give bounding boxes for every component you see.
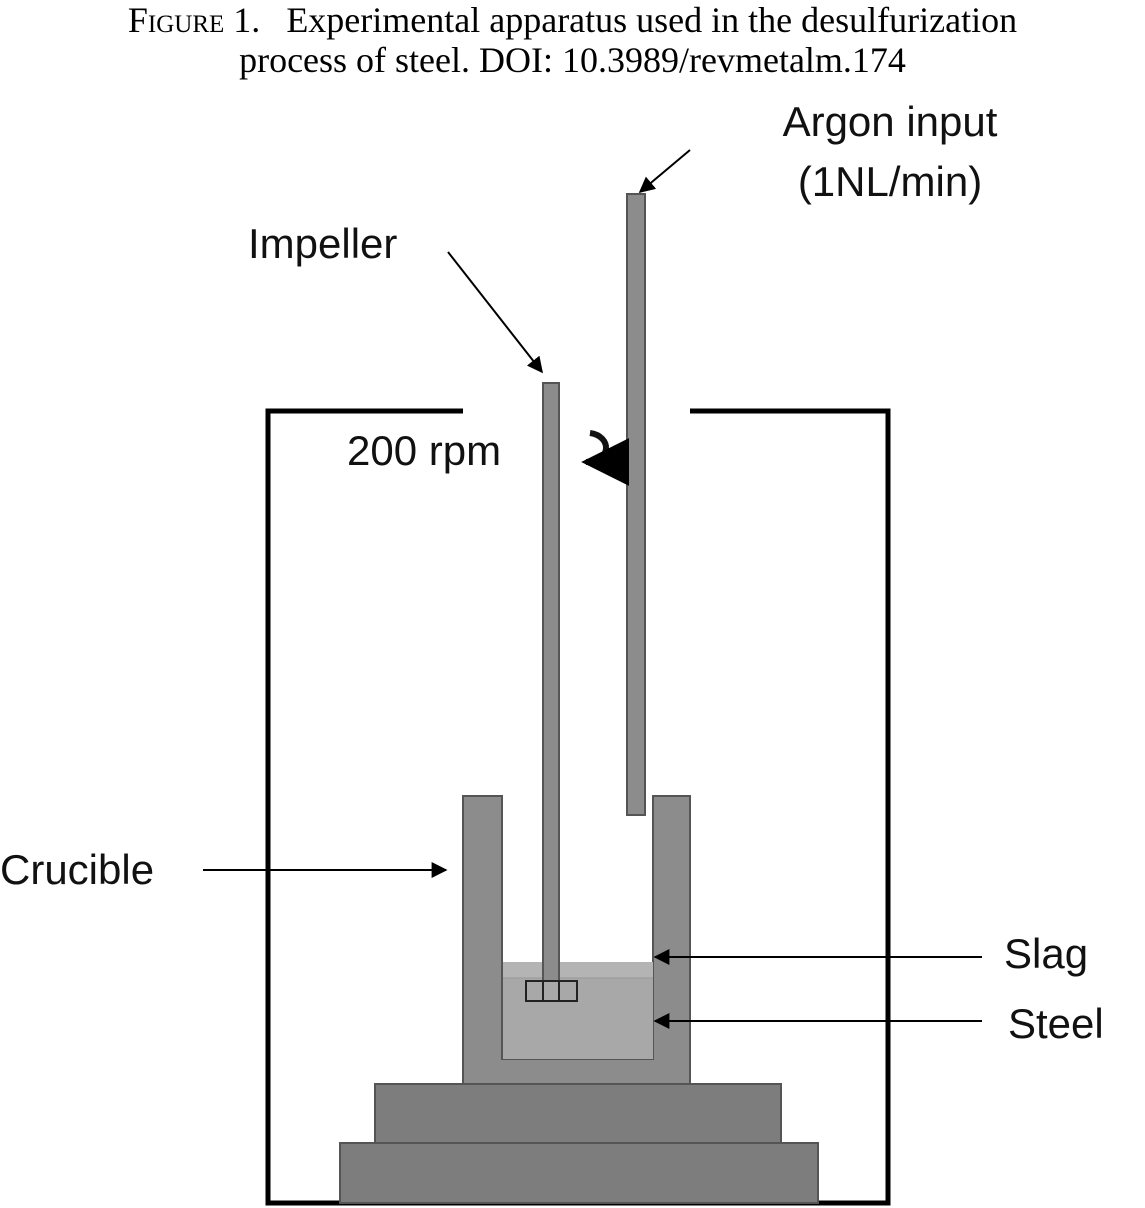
impeller-label: Impeller <box>248 220 397 267</box>
argon-flow-label: (1NL/min) <box>798 158 982 205</box>
impeller-blades <box>525 980 578 1002</box>
argon-lance <box>626 193 646 816</box>
figure-label: Figure 1. <box>127 0 261 40</box>
impeller-shaft <box>542 382 560 982</box>
argon-input-label: Argon input <box>783 98 998 145</box>
base-upper <box>374 1083 782 1144</box>
rotation-arrow-icon <box>581 430 630 486</box>
crucible-label: Crucible <box>0 846 154 893</box>
slag-label: Slag <box>1004 930 1088 977</box>
steel-label: Steel <box>1008 1000 1104 1047</box>
figure-caption: Figure 1. Experimental apparatus used in … <box>0 0 1145 80</box>
base-lower <box>339 1142 819 1204</box>
slag-layer <box>503 962 653 978</box>
caption-line-2: process of steel. DOI: 10.3989/revmetalm… <box>239 40 906 80</box>
crucible <box>462 795 691 1085</box>
argon-leader-arrow <box>638 149 691 194</box>
caption-line-1: Figure 1. Experimental apparatus used in … <box>0 0 1145 40</box>
caption-text-1: Experimental apparatus used in the desul… <box>286 0 1018 40</box>
speed-label: 200 rpm <box>347 427 501 474</box>
impeller-leader-arrow <box>447 251 543 374</box>
